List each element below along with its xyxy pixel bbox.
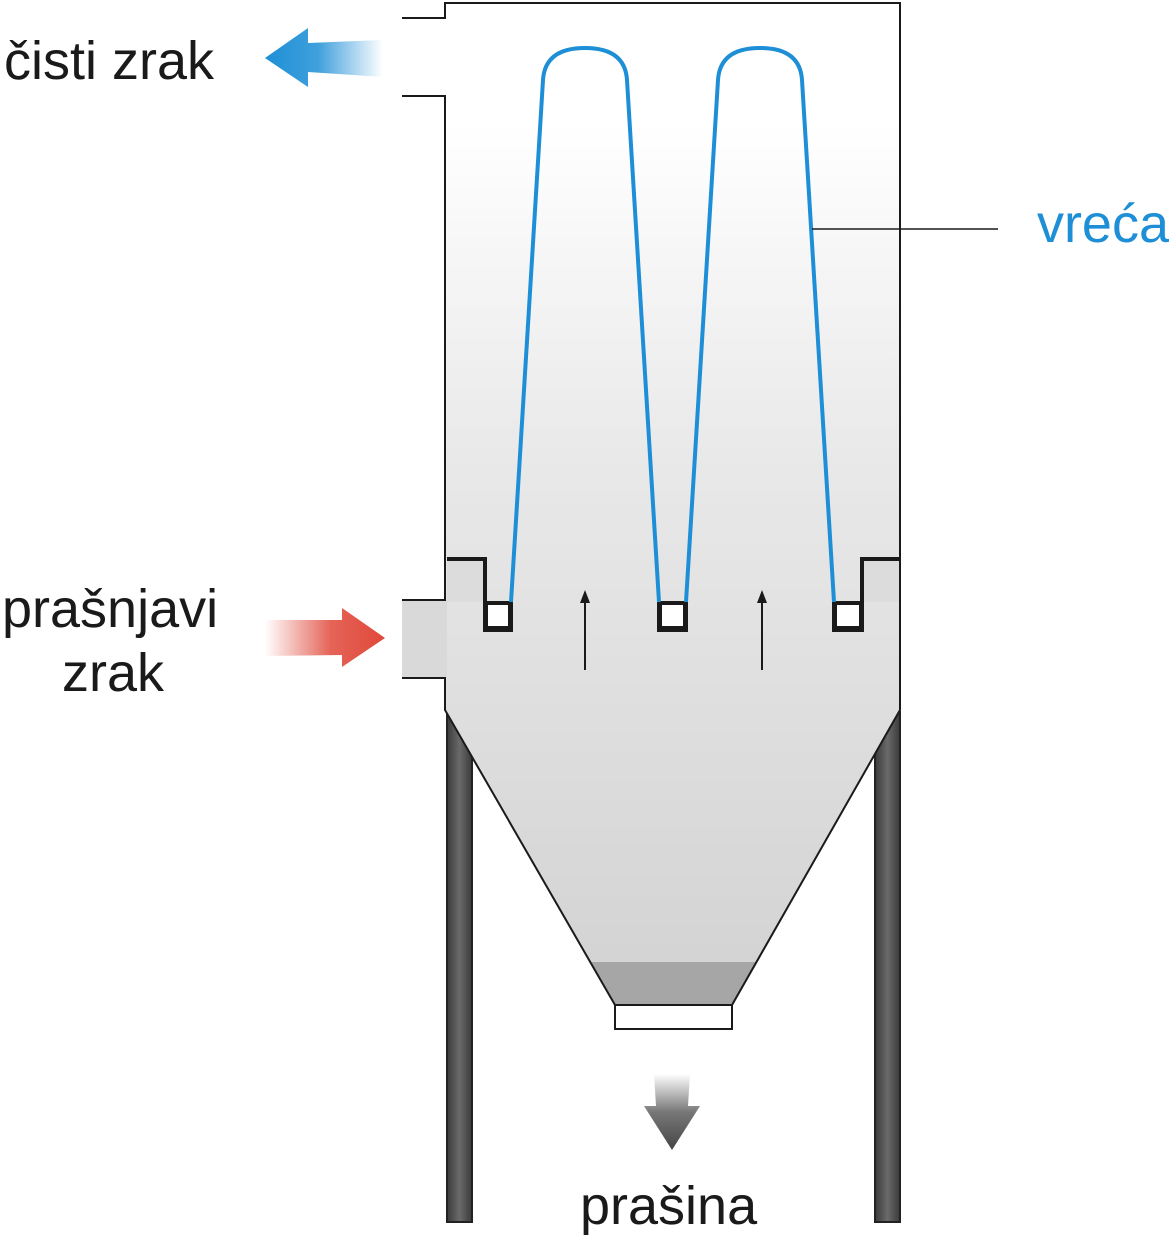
arrow-up-icon (580, 590, 590, 670)
left-support-leg (446, 711, 473, 1223)
bag-collar-left (484, 601, 512, 630)
bag-collar-right (833, 601, 863, 630)
dust-label: prašina (580, 1176, 758, 1236)
arrow-down-icon (644, 1074, 700, 1150)
filter-bag-right (684, 45, 836, 603)
right-support-leg (874, 711, 901, 1223)
bag-collar-middle (658, 601, 687, 630)
arrow-left-icon (265, 28, 383, 87)
dusty-air-label-line1: prašnjavi (2, 579, 219, 639)
dusty-air-label-line2: zrak (62, 643, 165, 703)
inlet-duct (402, 600, 447, 678)
dust-layer (590, 962, 757, 1005)
filter-bag-left (509, 45, 661, 603)
housing-outline (402, 2, 901, 1006)
housing-interior (445, 3, 900, 1005)
dust-outlet (614, 1004, 733, 1030)
housing-left-wall (402, 95, 446, 601)
arrow-up-icon (757, 590, 767, 670)
arrow-right-icon (265, 608, 385, 667)
clean-air-label: čisti zrak (4, 31, 215, 91)
bag-label: vreća (1036, 194, 1169, 254)
